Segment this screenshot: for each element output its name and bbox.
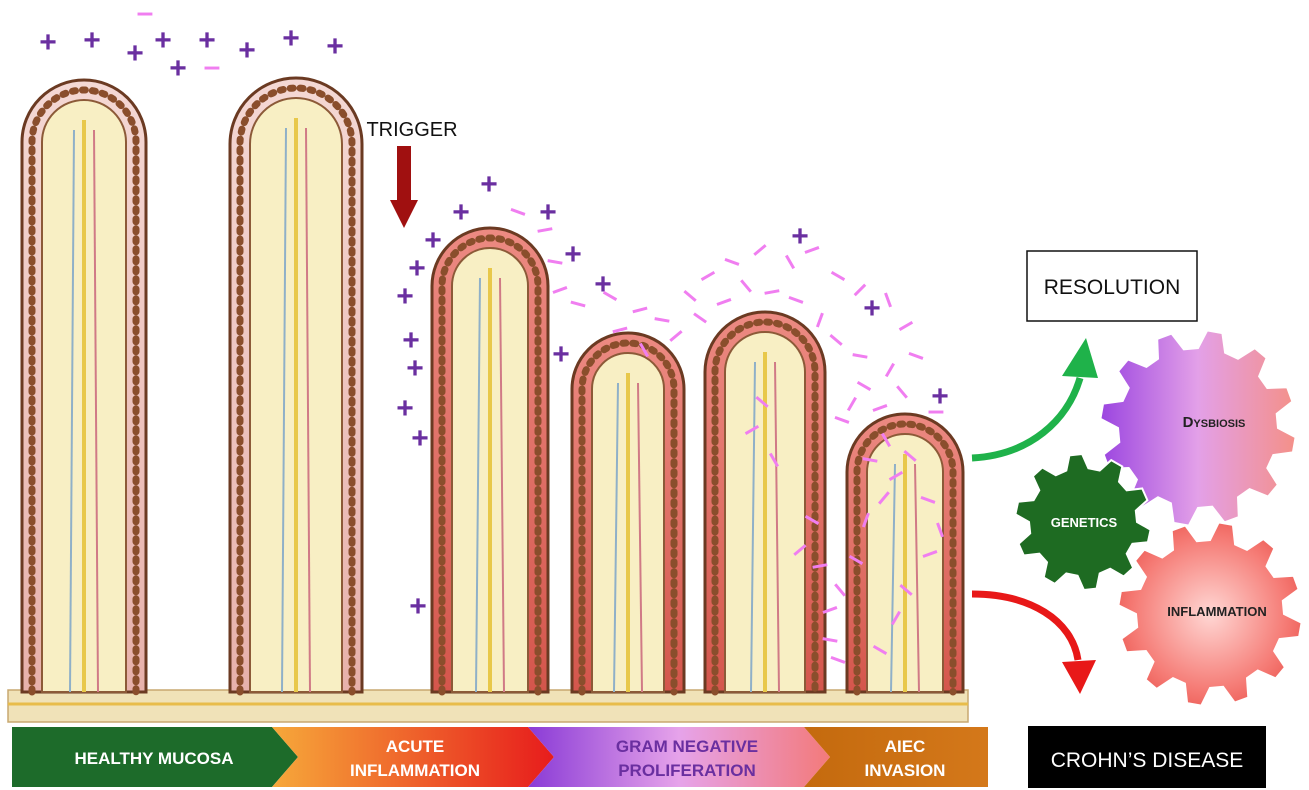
gram-positive-bacterium: + bbox=[396, 280, 414, 313]
resolution-label: RESOLUTION bbox=[1044, 276, 1181, 299]
gram-positive-bacterium: + bbox=[39, 26, 57, 59]
gram-negative-bacterium: – bbox=[829, 400, 856, 437]
dysbiosis-label: Dysbiosis bbox=[1183, 414, 1246, 431]
stage-aiec-label-2: INVASION bbox=[865, 761, 946, 780]
crohns-arrow bbox=[972, 594, 1096, 694]
stage-acute-label-1: ACUTE bbox=[386, 737, 445, 756]
crohns-label: CROHN’S DISEASE bbox=[1051, 749, 1244, 772]
trigger-arrow bbox=[390, 146, 418, 228]
gram-positive-bacterium: + bbox=[282, 22, 300, 55]
inflammation-label: INFLAMMATION bbox=[1167, 604, 1266, 619]
tissue-base bbox=[8, 690, 968, 722]
villus-4 bbox=[572, 333, 684, 692]
gram-negative-bacterium: – bbox=[928, 394, 945, 427]
gram-negative-bacterium: – bbox=[204, 50, 221, 83]
trigger-label: TRIGGER bbox=[366, 119, 457, 141]
gram-positive-bacterium: + bbox=[452, 196, 470, 229]
stage-gram-label-2: PROLIFERATION bbox=[618, 761, 756, 780]
gram-negative-bacterium: – bbox=[719, 242, 746, 279]
villus-1 bbox=[22, 80, 146, 692]
stage-aiec-label-1: AIEC bbox=[885, 737, 926, 756]
stage-banner: HEALTHY MUCOSA ACUTE INFLAMMATION GRAM N… bbox=[12, 727, 988, 787]
gram-positive-bacterium: + bbox=[409, 590, 427, 623]
gram-positive-bacterium: + bbox=[126, 37, 144, 70]
villus-2 bbox=[230, 78, 362, 692]
villus-5 bbox=[705, 312, 825, 692]
gram-positive-bacterium: + bbox=[238, 34, 256, 67]
gram-positive-bacterium: + bbox=[552, 338, 570, 371]
gram-positive-bacterium: + bbox=[169, 52, 187, 85]
gram-positive-bacterium: + bbox=[396, 392, 414, 425]
genetics-label: GENETICS bbox=[1051, 515, 1118, 530]
resolution-arrow bbox=[972, 338, 1098, 458]
gram-negative-bacterium: – bbox=[566, 284, 591, 320]
gram-positive-bacterium: + bbox=[424, 224, 442, 257]
gram-positive-bacterium: + bbox=[83, 24, 101, 57]
gram-positive-bacterium: + bbox=[326, 30, 344, 63]
gram-positive-bacterium: + bbox=[411, 422, 429, 455]
stage-healthy-label: HEALTHY MUCOSA bbox=[75, 749, 234, 768]
gram-positive-bacterium: + bbox=[480, 168, 498, 201]
gram-negative-bacterium: – bbox=[742, 231, 776, 267]
gram-positive-bacterium: + bbox=[564, 238, 582, 271]
stage-acute-label-2: INFLAMMATION bbox=[350, 761, 480, 780]
gram-negative-bacterium: – bbox=[627, 290, 652, 326]
gram-negative-bacterium: – bbox=[546, 270, 573, 307]
gram-negative-bacterium: – bbox=[137, 0, 154, 29]
stage-gram-label-1: GRAM NEGATIVE bbox=[616, 737, 758, 756]
gram-negative-bacterium: – bbox=[505, 192, 532, 229]
villus-3 bbox=[432, 228, 548, 692]
gram-positive-bacterium: + bbox=[406, 352, 424, 385]
